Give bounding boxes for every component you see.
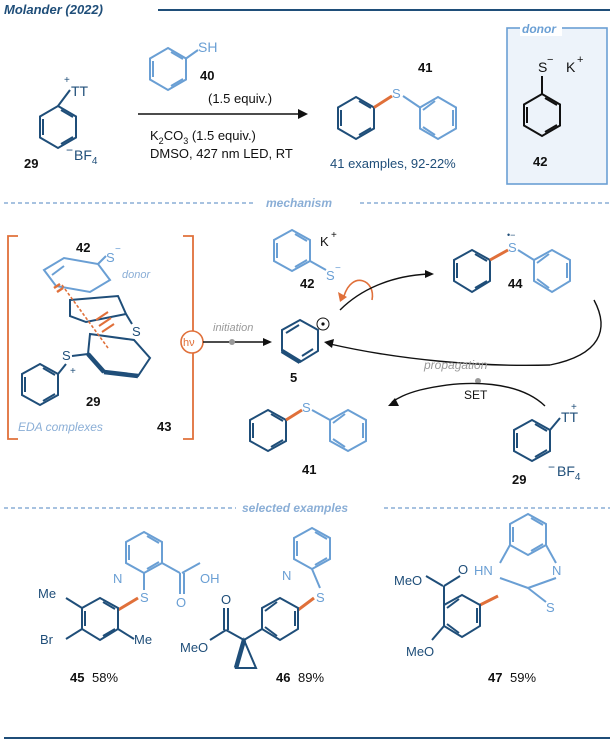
reagent-40: SH 40 (1.5 equiv.) <box>149 39 272 106</box>
ex46-yield: 89% <box>298 670 324 685</box>
product-atom: S <box>392 86 401 101</box>
mech-salt-number: 29 <box>512 472 526 487</box>
sm-group: TT <box>71 83 89 99</box>
product-41: 41 S 41 examples, 92-22% <box>330 60 457 171</box>
ex45-s: S <box>140 590 149 605</box>
ex47-o: O <box>458 562 468 577</box>
eda-donor-atom: S <box>106 250 115 265</box>
thiolate-counter: K <box>320 234 329 249</box>
radical-anion-atom: S <box>508 240 517 255</box>
thiolate-42: S − K + 42 <box>273 228 374 302</box>
product-number: 41 <box>418 60 432 75</box>
thiolate-number: 42 <box>300 276 314 291</box>
set-label: SET <box>464 388 488 402</box>
arrow-to-44 <box>339 273 429 311</box>
ex45-o: O <box>176 595 186 610</box>
curly-arrow <box>343 279 374 301</box>
eda-complex: 42 S − donor S S + 29 EDA complexes 43 <box>18 240 171 434</box>
mech-product-number: 41 <box>302 462 316 477</box>
ex47-s: S <box>546 600 555 615</box>
donor-label: donor <box>522 22 557 36</box>
eda-donor-minus: − <box>115 244 121 255</box>
donor-plus: + <box>577 54 583 66</box>
substrate-29: + TT − BF4 29 <box>24 75 98 171</box>
mech-salt-group: TT <box>561 409 579 425</box>
eda-s-lower: S <box>62 348 71 363</box>
ex46-number: 46 <box>276 670 290 685</box>
radical-anion-number: 44 <box>508 276 523 291</box>
initiation-label: initiation <box>213 322 253 334</box>
ex46-s: S <box>316 590 325 605</box>
mech-product-41: S 41 <box>249 400 367 477</box>
header-title: Molander (2022) <box>4 2 103 17</box>
ex47-yield: 59% <box>510 670 536 685</box>
mechanism-label: mechanism <box>266 196 332 210</box>
mech-salt-plus: + <box>571 402 577 413</box>
eda-caption: EDA complexes <box>18 420 103 434</box>
donor-number: 42 <box>533 154 547 169</box>
radical-number: 5 <box>290 370 297 385</box>
ex47-number: 47 <box>488 670 502 685</box>
ex45-me2: Me <box>134 632 152 647</box>
propagation-arrow <box>329 343 551 367</box>
eda-s-plus: + <box>70 366 76 377</box>
eda-acceptor-number: 29 <box>86 394 100 409</box>
example-45: N O OH S Me Br Me 45 58% <box>38 530 220 685</box>
ex45-me1: Me <box>38 586 56 601</box>
reagent-equiv: (1.5 equiv.) <box>208 91 272 106</box>
radical-5: 5 <box>280 317 330 385</box>
mech-product-atom: S <box>302 400 311 415</box>
eda-donor-number: 42 <box>76 240 90 255</box>
ex46-n: N <box>282 568 291 583</box>
thiolate-atom: S <box>326 268 335 283</box>
ex47-hn: HN <box>474 563 493 578</box>
sm-number: 29 <box>24 156 38 171</box>
eda-number: 43 <box>157 419 171 434</box>
conditions-line2: DMSO, 427 nm LED, RT <box>150 146 293 161</box>
ex45-yield: 58% <box>92 670 118 685</box>
ex45-number: 45 <box>70 670 84 685</box>
mech-salt-minus: − <box>548 460 555 474</box>
example-46: N S O MeO 46 89% <box>180 526 331 685</box>
reagent-atom: SH <box>198 39 217 55</box>
sm-minus: − <box>66 143 73 157</box>
ex45-br: Br <box>40 632 54 647</box>
donor-box: donor S − K + 42 <box>506 22 608 185</box>
reagent-number: 40 <box>200 68 214 83</box>
ex47-meo1: MeO <box>394 573 422 588</box>
mech-salt-29: + TT − BF4 29 <box>512 402 581 487</box>
donor-minus: − <box>547 54 553 66</box>
eda-s-upper: S <box>132 324 141 339</box>
thiolate-plus: + <box>331 230 337 241</box>
conditions-line1: K2CO3 (1.5 equiv.) <box>150 128 256 146</box>
ex47-meo2: MeO <box>406 644 434 659</box>
example-47: HN N S O MeO MeO 47 59% <box>394 512 561 685</box>
propagation-label: propagation <box>423 358 488 372</box>
eda-bracket-left <box>7 235 18 440</box>
donor-counter: K <box>566 59 576 75</box>
set-arrow <box>391 382 546 407</box>
ex46-o: O <box>221 592 231 607</box>
sm-plus: + <box>64 75 70 86</box>
ex47-n: N <box>552 563 561 578</box>
ex45-n: N <box>113 571 122 586</box>
sm-counterion: BF4 <box>74 147 98 167</box>
radical-anion-charge: •− <box>507 230 515 240</box>
donor-atom: S <box>538 59 547 75</box>
mech-salt-counterion: BF4 <box>557 463 581 483</box>
light-label: hν <box>183 337 195 349</box>
ex45-oh: OH <box>200 571 220 586</box>
radical-anion-44: S •− 44 <box>453 230 571 294</box>
product-note: 41 examples, 92-22% <box>330 156 456 171</box>
ex46-meo: MeO <box>180 640 208 655</box>
cycle-arc-right <box>549 299 602 366</box>
examples-label: selected examples <box>242 501 348 515</box>
thiolate-minus: − <box>335 263 341 274</box>
eda-donor-text: donor <box>122 269 151 281</box>
